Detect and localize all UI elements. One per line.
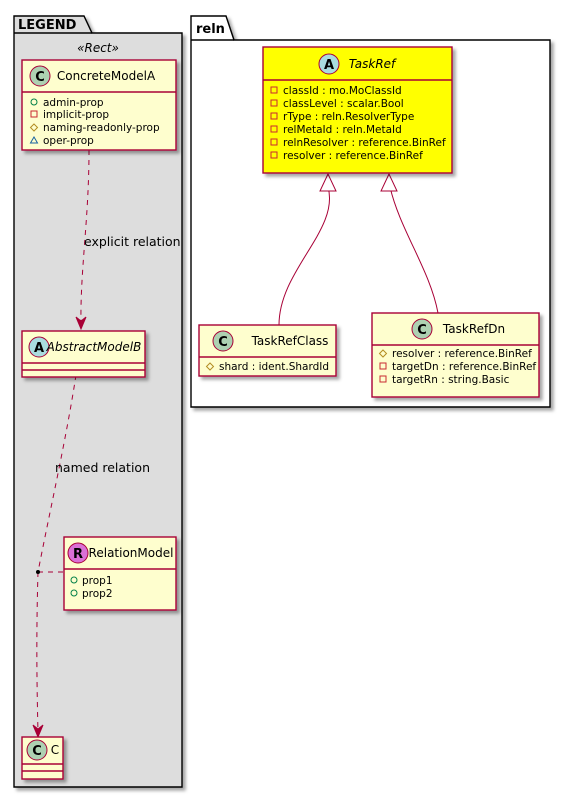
class-name: C bbox=[51, 743, 59, 757]
class-c-icon bbox=[411, 318, 433, 340]
attribute: relnResolver : reference.BinRef bbox=[283, 137, 446, 149]
private-visibility-icon bbox=[270, 99, 278, 107]
svg-text:C: C bbox=[32, 744, 42, 759]
attribute: shard : ident.ShardId bbox=[219, 361, 329, 373]
attribute: relMetaId : reln.MetaId bbox=[283, 124, 402, 136]
attribute: implicit-prop bbox=[43, 109, 109, 121]
named-relation-label: named relation bbox=[55, 460, 150, 475]
protected-visibility-icon bbox=[378, 349, 388, 358]
attribute: classLevel : scalar.Bool bbox=[283, 98, 404, 110]
attribute: targetRn : string.Basic bbox=[392, 374, 510, 386]
class-c-icon bbox=[29, 65, 51, 87]
svg-text:A: A bbox=[34, 341, 44, 356]
private-visibility-icon bbox=[270, 151, 278, 159]
class-c-content: C C bbox=[22, 739, 63, 772]
attribute: rType : reln.ResolverType bbox=[283, 111, 414, 123]
public-visibility-icon bbox=[70, 576, 78, 584]
private-visibility-icon bbox=[270, 138, 278, 146]
class-a-icon bbox=[318, 53, 340, 75]
private-visibility-icon bbox=[270, 86, 278, 94]
svg-text:A: A bbox=[324, 58, 334, 73]
class-name: ConcreteModelA bbox=[57, 69, 156, 83]
class-task-ref-dn[interactable] bbox=[371, 312, 540, 398]
attribute: resolver : reference.BinRef bbox=[392, 348, 532, 360]
attribute: admin-prop bbox=[43, 97, 104, 109]
public-visibility-icon bbox=[70, 589, 78, 597]
private-visibility-icon bbox=[379, 362, 387, 370]
legend-stereotype: «Rect» bbox=[77, 41, 119, 55]
class-name: TaskRefClass bbox=[251, 334, 329, 348]
private-visibility-icon bbox=[30, 110, 38, 118]
package-visibility-icon bbox=[29, 136, 39, 144]
explicit-relation-edge bbox=[75, 149, 90, 331]
class-name: RelationModel bbox=[89, 546, 174, 560]
class-a-icon bbox=[28, 336, 50, 358]
private-visibility-icon bbox=[270, 112, 278, 120]
class-r-icon bbox=[67, 542, 89, 564]
class-task-ref[interactable] bbox=[262, 46, 453, 174]
attribute: classId : mo.MoClassId bbox=[283, 85, 402, 97]
attribute: oper-prop bbox=[43, 135, 94, 147]
svg-text:C: C bbox=[35, 70, 45, 85]
explicit-relation-label: explicit relation bbox=[84, 234, 181, 249]
class-concrete-model-a-content: C ConcreteModelA admin-prop implicit-pro… bbox=[22, 65, 176, 147]
attribute: prop2 bbox=[82, 588, 113, 600]
class-task-ref-dn-content: C TaskRefDn resolver : reference.BinRef … bbox=[372, 318, 539, 386]
legend-package-title: LEGEND bbox=[18, 18, 77, 33]
class-name: TaskRef bbox=[349, 57, 397, 71]
class-name: AbstractModelB bbox=[46, 340, 142, 354]
private-visibility-icon bbox=[379, 375, 387, 383]
reln-package-title: reln bbox=[196, 22, 225, 37]
class-name: TaskRefDn bbox=[442, 322, 505, 336]
class-c-icon bbox=[26, 739, 48, 761]
inheritance-edge-taskrefclass bbox=[278, 172, 337, 326]
svg-text:C: C bbox=[218, 335, 228, 350]
svg-text:R: R bbox=[73, 547, 83, 562]
attribute: targetDn : reference.BinRef bbox=[392, 361, 536, 373]
class-c-icon bbox=[212, 330, 234, 352]
class-task-ref-content: A TaskRef classId : mo.MoClassId classLe… bbox=[263, 53, 452, 162]
protected-visibility-icon bbox=[205, 362, 215, 371]
protected-visibility-icon bbox=[29, 123, 39, 132]
class-abstract-model-b-content: A AbstractModelB bbox=[22, 336, 145, 371]
class-relation-model-content: R RelationModel prop1 prop2 bbox=[64, 542, 176, 600]
public-visibility-icon bbox=[30, 98, 38, 106]
inheritance-edge-taskrefdn bbox=[380, 172, 439, 314]
attribute: prop1 bbox=[82, 575, 113, 587]
private-visibility-icon bbox=[270, 125, 278, 133]
attribute: naming-readonly-prop bbox=[43, 122, 160, 134]
attribute: resolver : reference.BinRef bbox=[283, 150, 423, 162]
svg-text:C: C bbox=[417, 323, 427, 338]
class-task-ref-class-content: C TaskRefClass shard : ident.ShardId bbox=[199, 330, 336, 373]
named-relation-edge bbox=[32, 374, 77, 739]
